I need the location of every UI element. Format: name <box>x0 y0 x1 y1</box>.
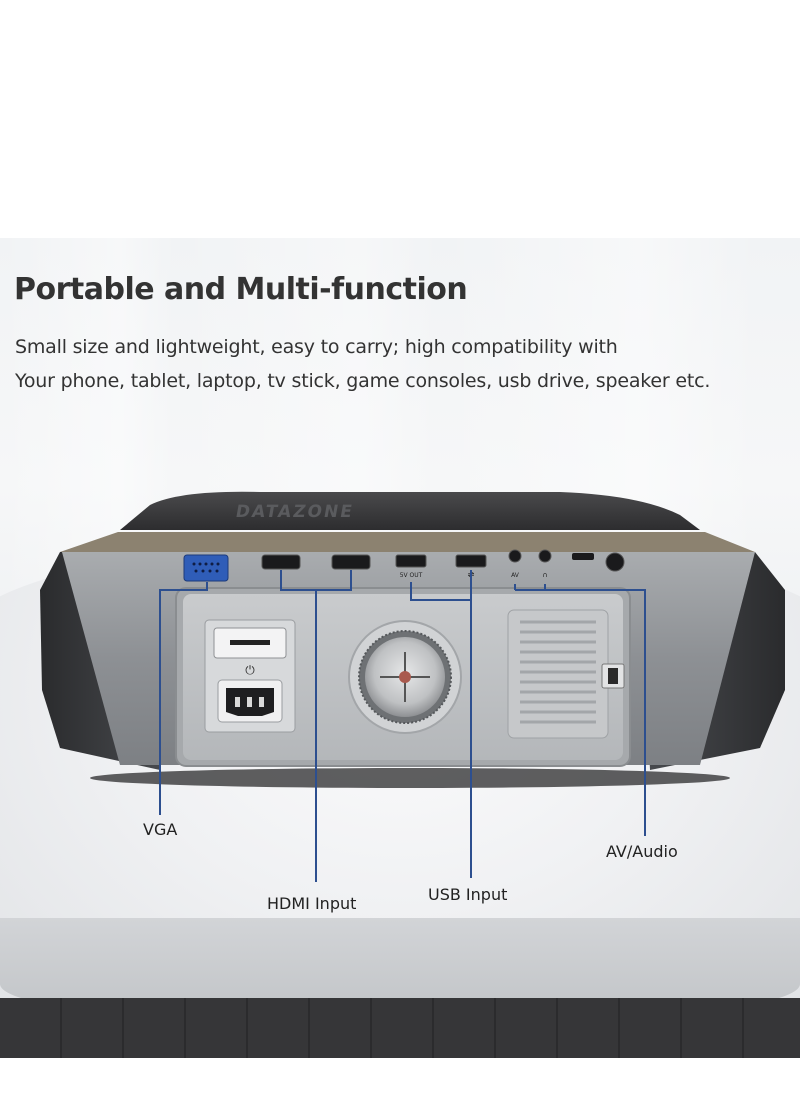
usb-input-label: USB Input <box>428 885 508 904</box>
floor-pattern <box>0 998 800 1058</box>
headline: Portable and Multi-function <box>14 272 468 307</box>
dc-power-jack <box>605 552 625 572</box>
headphone-icon: ∩ <box>542 571 547 579</box>
callout-lines <box>159 570 646 882</box>
audio-jack <box>538 549 552 563</box>
card-slot <box>572 553 594 560</box>
vga-label: VGA <box>143 820 178 839</box>
brand-logo: DATAZONE <box>234 502 355 522</box>
usb-port <box>455 554 487 568</box>
av-port-label: AV <box>511 572 520 579</box>
av-audio-label: AV/Audio <box>606 842 678 861</box>
vga-port <box>183 554 229 582</box>
subtitle-line-2: Your phone, tablet, laptop, tv stick, ga… <box>15 370 711 392</box>
hdmi-input-label: HDMI Input <box>267 894 357 913</box>
subtitle-line-1: Small size and lightweight, easy to carr… <box>15 336 618 358</box>
product-photo <box>0 238 800 1058</box>
hdmi-port-2 <box>331 554 371 570</box>
usb-5v-label: 5V OUT <box>400 572 423 579</box>
av-jack <box>508 549 522 563</box>
power-symbol-icon: ⏻ <box>245 663 255 677</box>
hdmi-port-1 <box>261 554 301 570</box>
usb-port-5v <box>395 554 427 568</box>
